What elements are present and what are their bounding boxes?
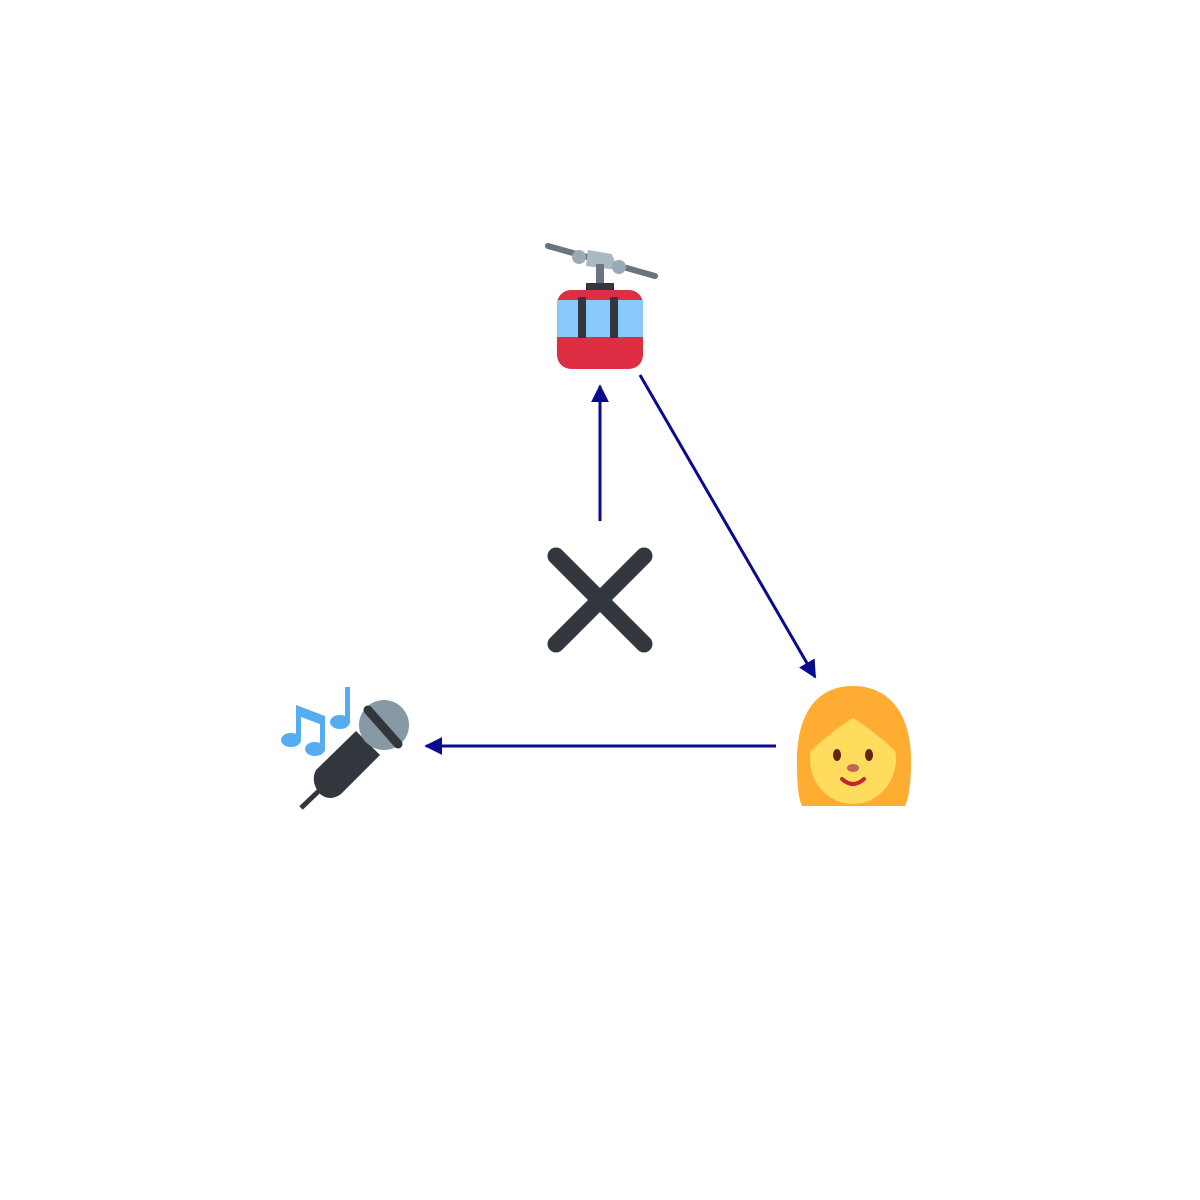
microphone-music-notes-icon (281, 687, 409, 810)
arrow-tramway-to-woman (638, 374, 817, 679)
woman-icon (797, 686, 911, 806)
aerial-tramway-icon (545, 243, 658, 369)
multiply-cross-icon (547, 547, 653, 653)
